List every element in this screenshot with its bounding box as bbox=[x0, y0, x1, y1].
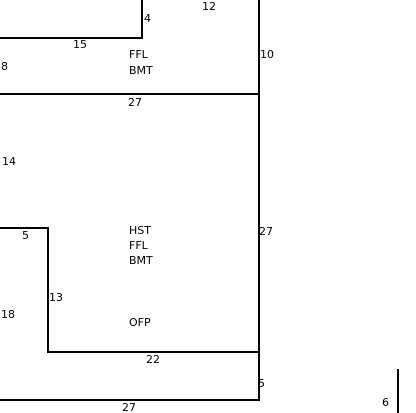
dimension-label: 12 bbox=[202, 0, 216, 13]
dimension-label: 8 bbox=[1, 60, 8, 73]
dimension-label: 27 bbox=[259, 225, 273, 238]
area-label-main-line1: HST bbox=[129, 224, 151, 237]
dimension-label: 5 bbox=[22, 229, 29, 242]
dimension-label: 27 bbox=[128, 96, 142, 109]
dimension-label: 15 bbox=[73, 38, 87, 51]
dimension-label: 6 bbox=[382, 396, 389, 409]
dimension-label: 14 bbox=[2, 155, 16, 168]
area-label-upper-line1: FFL bbox=[129, 48, 149, 61]
dimension-label: 22 bbox=[146, 353, 160, 366]
area-label-main-line2: FFL bbox=[129, 239, 149, 252]
dimension-label: 10 bbox=[260, 48, 274, 61]
dimension-label: 27 bbox=[122, 401, 136, 413]
dimension-label: 13 bbox=[49, 291, 63, 304]
area-label-main-line3: BMT bbox=[129, 254, 153, 267]
dimension-label: 4 bbox=[144, 12, 151, 25]
dimension-label: 5 bbox=[258, 377, 265, 390]
area-label-upper-line2: BMT bbox=[129, 64, 153, 77]
area-label-main-line4: OFP bbox=[129, 316, 151, 329]
dimension-label: 18 bbox=[1, 308, 15, 321]
